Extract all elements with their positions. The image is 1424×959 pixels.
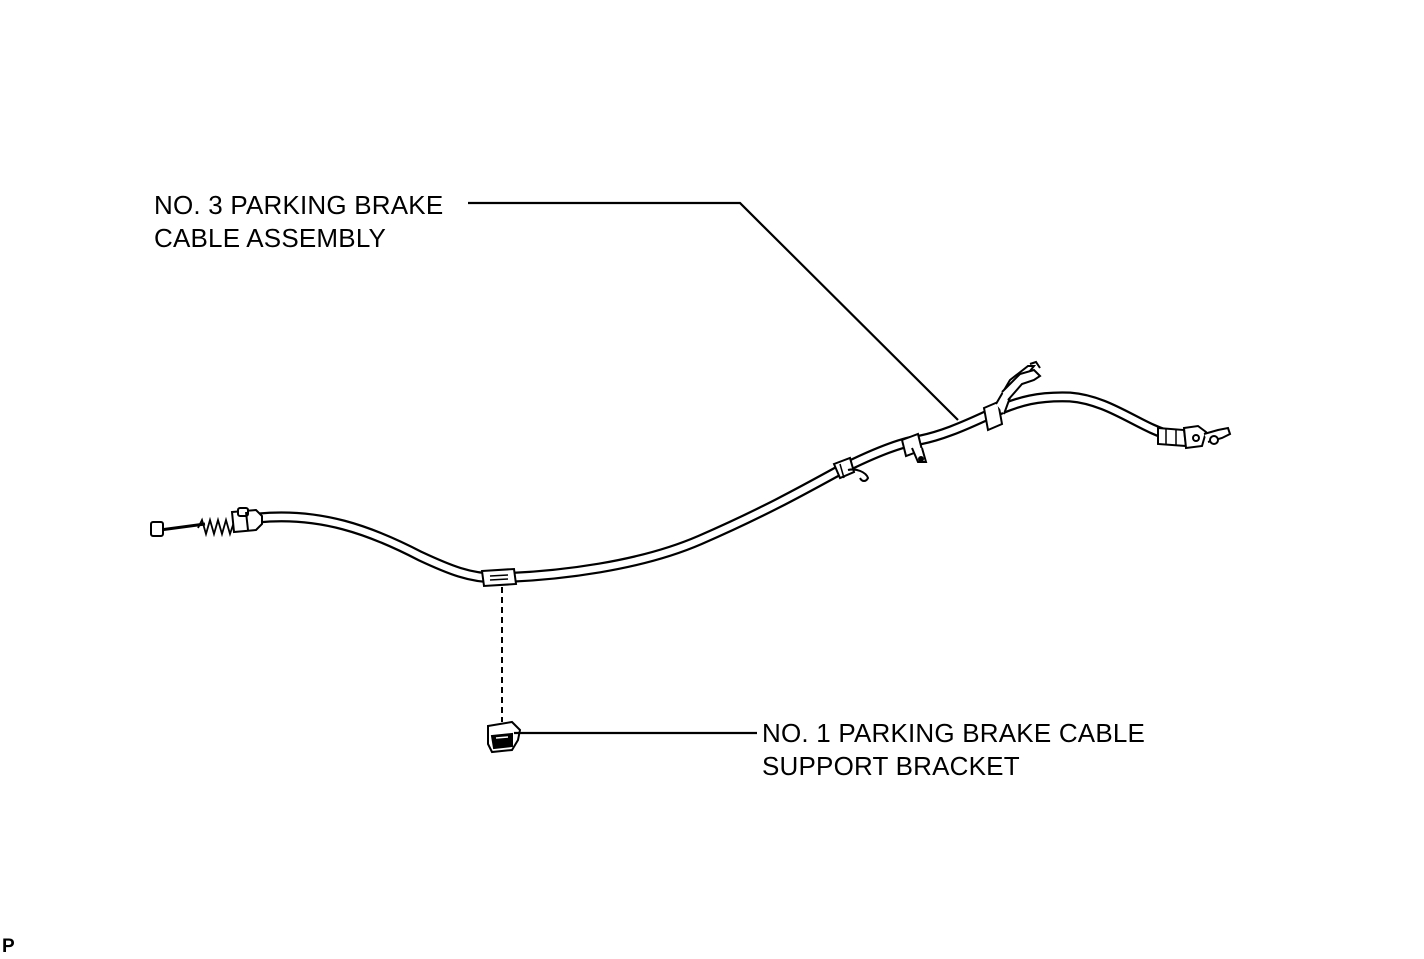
cable-bracket-1 (832, 456, 870, 482)
support-bracket-label-line2: SUPPORT BRACKET (762, 751, 1020, 781)
cable-outline (252, 391, 1178, 584)
support-bracket-label: NO. 1 PARKING BRAKE CABLE SUPPORT BRACKE… (762, 717, 1145, 783)
cable-assembly-leader (468, 201, 959, 421)
corner-mark: P (2, 936, 15, 957)
support-bracket-part (487, 720, 522, 754)
support-bracket-label-line1: NO. 1 PARKING BRAKE CABLE (762, 718, 1146, 748)
inner-wire (159, 522, 206, 532)
cable-bracket-2 (900, 432, 928, 463)
cable-assembly (252, 391, 1178, 584)
cable-bracket-3 (982, 360, 1042, 432)
leader-lines (468, 201, 959, 735)
cable-assembly-label-line2: CABLE ASSEMBLY (154, 223, 387, 253)
cable-clamp-sleeve (480, 567, 518, 588)
cable-core (254, 393, 1176, 582)
cable-assembly-label: NO. 3 PARKING BRAKE CABLE ASSEMBLY (154, 189, 443, 255)
spring-coil (197, 516, 235, 538)
left-cable-end (150, 507, 263, 538)
cable-assembly-label-line1: NO. 3 PARKING BRAKE (154, 190, 444, 220)
right-cable-end (1157, 424, 1232, 450)
wire-end-barrel (150, 521, 164, 537)
